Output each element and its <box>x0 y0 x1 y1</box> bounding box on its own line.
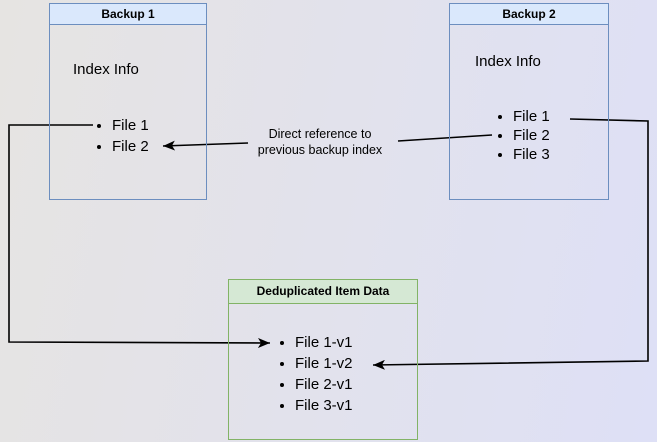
list-item: File 1 <box>513 107 550 126</box>
list-item: File 1-v1 <box>295 332 353 353</box>
annotation-direct-reference: Direct reference to previous backup inde… <box>235 126 405 158</box>
backup1-subtitle: Index Info <box>73 61 139 78</box>
backup1-title: Backup 1 <box>50 4 206 25</box>
backup2-file-list: File 1 File 2 File 3 <box>495 107 550 164</box>
list-item: File 2 <box>513 126 550 145</box>
backup2-title: Backup 2 <box>450 4 608 25</box>
dedup-title: Deduplicated Item Data <box>229 280 417 304</box>
backup2-box: Backup 2 Index Info File 1 File 2 File 3 <box>449 3 609 200</box>
list-item: File 3-v1 <box>295 395 353 416</box>
list-item: File 2 <box>112 136 149 157</box>
backup1-box: Backup 1 Index Info File 1 File 2 <box>49 3 207 200</box>
deduplicated-item-data-box: Deduplicated Item Data File 1-v1 File 1-… <box>228 279 418 440</box>
list-item: File 2-v1 <box>295 374 353 395</box>
backup2-subtitle: Index Info <box>475 53 541 70</box>
annotation-line-1: Direct reference to <box>268 127 372 141</box>
dedup-file-list: File 1-v1 File 1-v2 File 2-v1 File 3-v1 <box>277 332 353 416</box>
backup1-file-list: File 1 File 2 <box>94 115 149 157</box>
annotation-line-2: previous backup index <box>257 143 383 157</box>
list-item: File 1-v2 <box>295 353 353 374</box>
list-item: File 3 <box>513 145 550 164</box>
list-item: File 1 <box>112 115 149 136</box>
